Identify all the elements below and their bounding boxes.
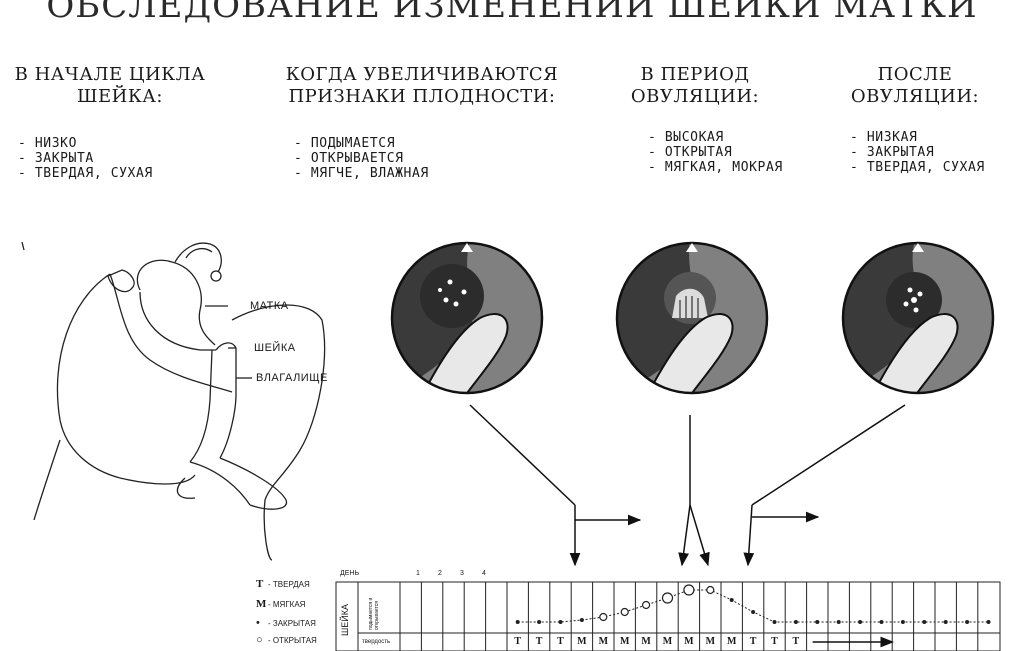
chart-day-number: 4 [482, 570, 486, 577]
closed-point [922, 620, 927, 624]
cervix-position-line [517, 589, 989, 623]
chart-day-label: ДЕНЬ [340, 570, 360, 577]
closed-point [558, 620, 563, 624]
closed-point [986, 620, 991, 624]
chart-series [515, 584, 991, 648]
attribute-item: ЗАКРЫТАЯ [850, 145, 985, 160]
firmness-cell: Т [514, 636, 522, 647]
legend-label: - ТВЕРДАЯ [268, 580, 310, 589]
closed-point [772, 620, 777, 624]
attribute-item: НИЗКАЯ [850, 130, 985, 145]
legend-label: - МЯГКАЯ [268, 600, 306, 609]
firmness-cell: М [577, 636, 587, 647]
page-title: ОБСЛЕДОВАНИЕ ИЗМЕНЕНИЙ ШЕЙКИ МАТКИ [46, 0, 978, 26]
open-point [683, 584, 695, 596]
attribute-item: ОТКРЫТАЯ [648, 145, 783, 160]
legend-symbol: • [256, 617, 260, 629]
closed-point [793, 620, 798, 624]
attributes-fertile: ПОДЫМАЕТСЯ ОТКРЫВАЕТСЯ МЯГЧЕ, ВЛАЖНАЯ [294, 136, 429, 181]
legend-item-firm: Т - ТВЕРДАЯ [256, 578, 310, 590]
firmness-cell: М [726, 636, 737, 647]
legend-item-soft: М- МЯГКАЯ [256, 598, 305, 610]
label-cervix: ШЕЙКА [254, 342, 296, 354]
firmness-cell: Т [557, 636, 564, 647]
legend-symbol: М [256, 598, 267, 610]
closed-point [729, 598, 734, 602]
attributes-after: НИЗКАЯ ЗАКРЫТАЯ ТВЕРДАЯ, СУХАЯ [850, 130, 985, 175]
firmness-cell: Т [771, 636, 778, 647]
closed-point [900, 620, 905, 624]
open-point [620, 607, 629, 617]
closed-point [965, 620, 970, 624]
chart-day-number: 3 [460, 570, 464, 577]
phase-heading-line: ШЕЙКА: [76, 86, 163, 107]
phase-heading-line: ПРИЗНАКИ ПЛОДНОСТИ: [288, 86, 556, 107]
attribute-item: ПОДЫМАЕТСЯ [294, 136, 429, 151]
closed-point [879, 620, 884, 624]
legend-item-open: ○ - ОТКРЫТАЯ [256, 634, 317, 646]
attribute-item: ТВЕРДАЯ, СУХАЯ [850, 160, 985, 175]
firmness-cell: М [598, 636, 609, 647]
phase-heading-line: ПОСЛЕ [877, 64, 953, 85]
firmness-cell: Т [535, 636, 543, 647]
attribute-item: МЯГЧЕ, ВЛАЖНАЯ [294, 166, 429, 181]
phase-heading-line: ОВУЛЯЦИИ: [850, 86, 980, 107]
attributes-start: НИЗКО ЗАКРЫТА ТВЕРДАЯ, СУХАЯ [18, 136, 153, 181]
cervix-view-ovulation [617, 243, 767, 393]
legend-label: - ОТКРЫТАЯ [268, 636, 317, 645]
attribute-item: НИЗКО [18, 136, 153, 151]
phase-heading-line: В НАЧАЛЕ ЦИКЛА [14, 64, 206, 85]
attribute-item: ЗАКРЫТА [18, 151, 153, 166]
legend-label: - ЗАКРЫТАЯ [268, 619, 316, 628]
closed-point [943, 620, 948, 624]
open-point [641, 600, 651, 610]
closed-point [751, 610, 756, 614]
closed-point [858, 620, 863, 624]
chart-row-label: ШЕЙКА [340, 604, 350, 636]
cervix-view-after [843, 243, 993, 393]
chart-day-columns [420, 582, 979, 651]
firmness-cell: М [684, 636, 694, 647]
attribute-item: ОТКРЫВАЕТСЯ [294, 151, 429, 166]
firmness-cell: Т [749, 636, 757, 647]
legend-item-closed: • - ЗАКРЫТАЯ [256, 617, 316, 629]
attributes-ovulation: ВЫСОКАЯ ОТКРЫТАЯ МЯГКАЯ, МОКРАЯ [648, 130, 783, 175]
open-point [599, 612, 608, 622]
phase-heading-line: В ПЕРИОД [640, 64, 750, 85]
attribute-item: МЯГКАЯ, МОКРАЯ [648, 160, 783, 175]
chart-sub-label-top: подымается и открывается [368, 597, 380, 630]
open-point [706, 585, 715, 595]
phase-arrows [469, 404, 906, 567]
chart-sub-label-bottom: твердость [362, 639, 391, 645]
closed-point [579, 618, 584, 622]
chart-day-number: 2 [438, 570, 442, 577]
legend-symbol: Т [256, 578, 264, 590]
anatomy-illustration [21, 241, 326, 561]
phase-heading-ovulation: В ПЕРИОД ОВУЛЯЦИИ: [610, 64, 780, 108]
attribute-item: ТВЕРДАЯ, СУХАЯ [18, 166, 153, 181]
firmness-cell: М [619, 636, 630, 647]
firmness-cell: Т [792, 636, 800, 647]
attribute-item: ВЫСОКАЯ [648, 130, 783, 145]
cervix-view-start [392, 243, 542, 393]
chart-day-number: 1 [416, 570, 420, 577]
closed-point [836, 620, 841, 624]
open-point [661, 592, 674, 604]
closed-point [815, 620, 820, 624]
phase-heading-start: В НАЧАЛЕ ЦИКЛА ШЕЙКА: [10, 64, 210, 108]
phase-heading-line: КОГДА УВЕЛИЧИВАЮТСЯ [285, 64, 559, 85]
label-vagina: ВЛАГАЛИЩЕ [256, 372, 328, 384]
firmness-cell: М [705, 636, 716, 647]
phase-heading-fertile: КОГДА УВЕЛИЧИВАЮТСЯ ПРИЗНАКИ ПЛОДНОСТИ: [282, 64, 562, 108]
legend-symbol: ○ [256, 634, 263, 646]
label-uterus: МАТКА [250, 300, 289, 312]
phase-heading-after: ПОСЛЕ ОВУЛЯЦИИ: [830, 64, 1000, 108]
firmness-cell: М [641, 636, 651, 647]
phase-heading-line: ОВУЛЯЦИИ: [630, 86, 760, 107]
firmness-cell: М [662, 636, 673, 647]
closed-point [515, 620, 520, 624]
closed-point [537, 620, 542, 624]
